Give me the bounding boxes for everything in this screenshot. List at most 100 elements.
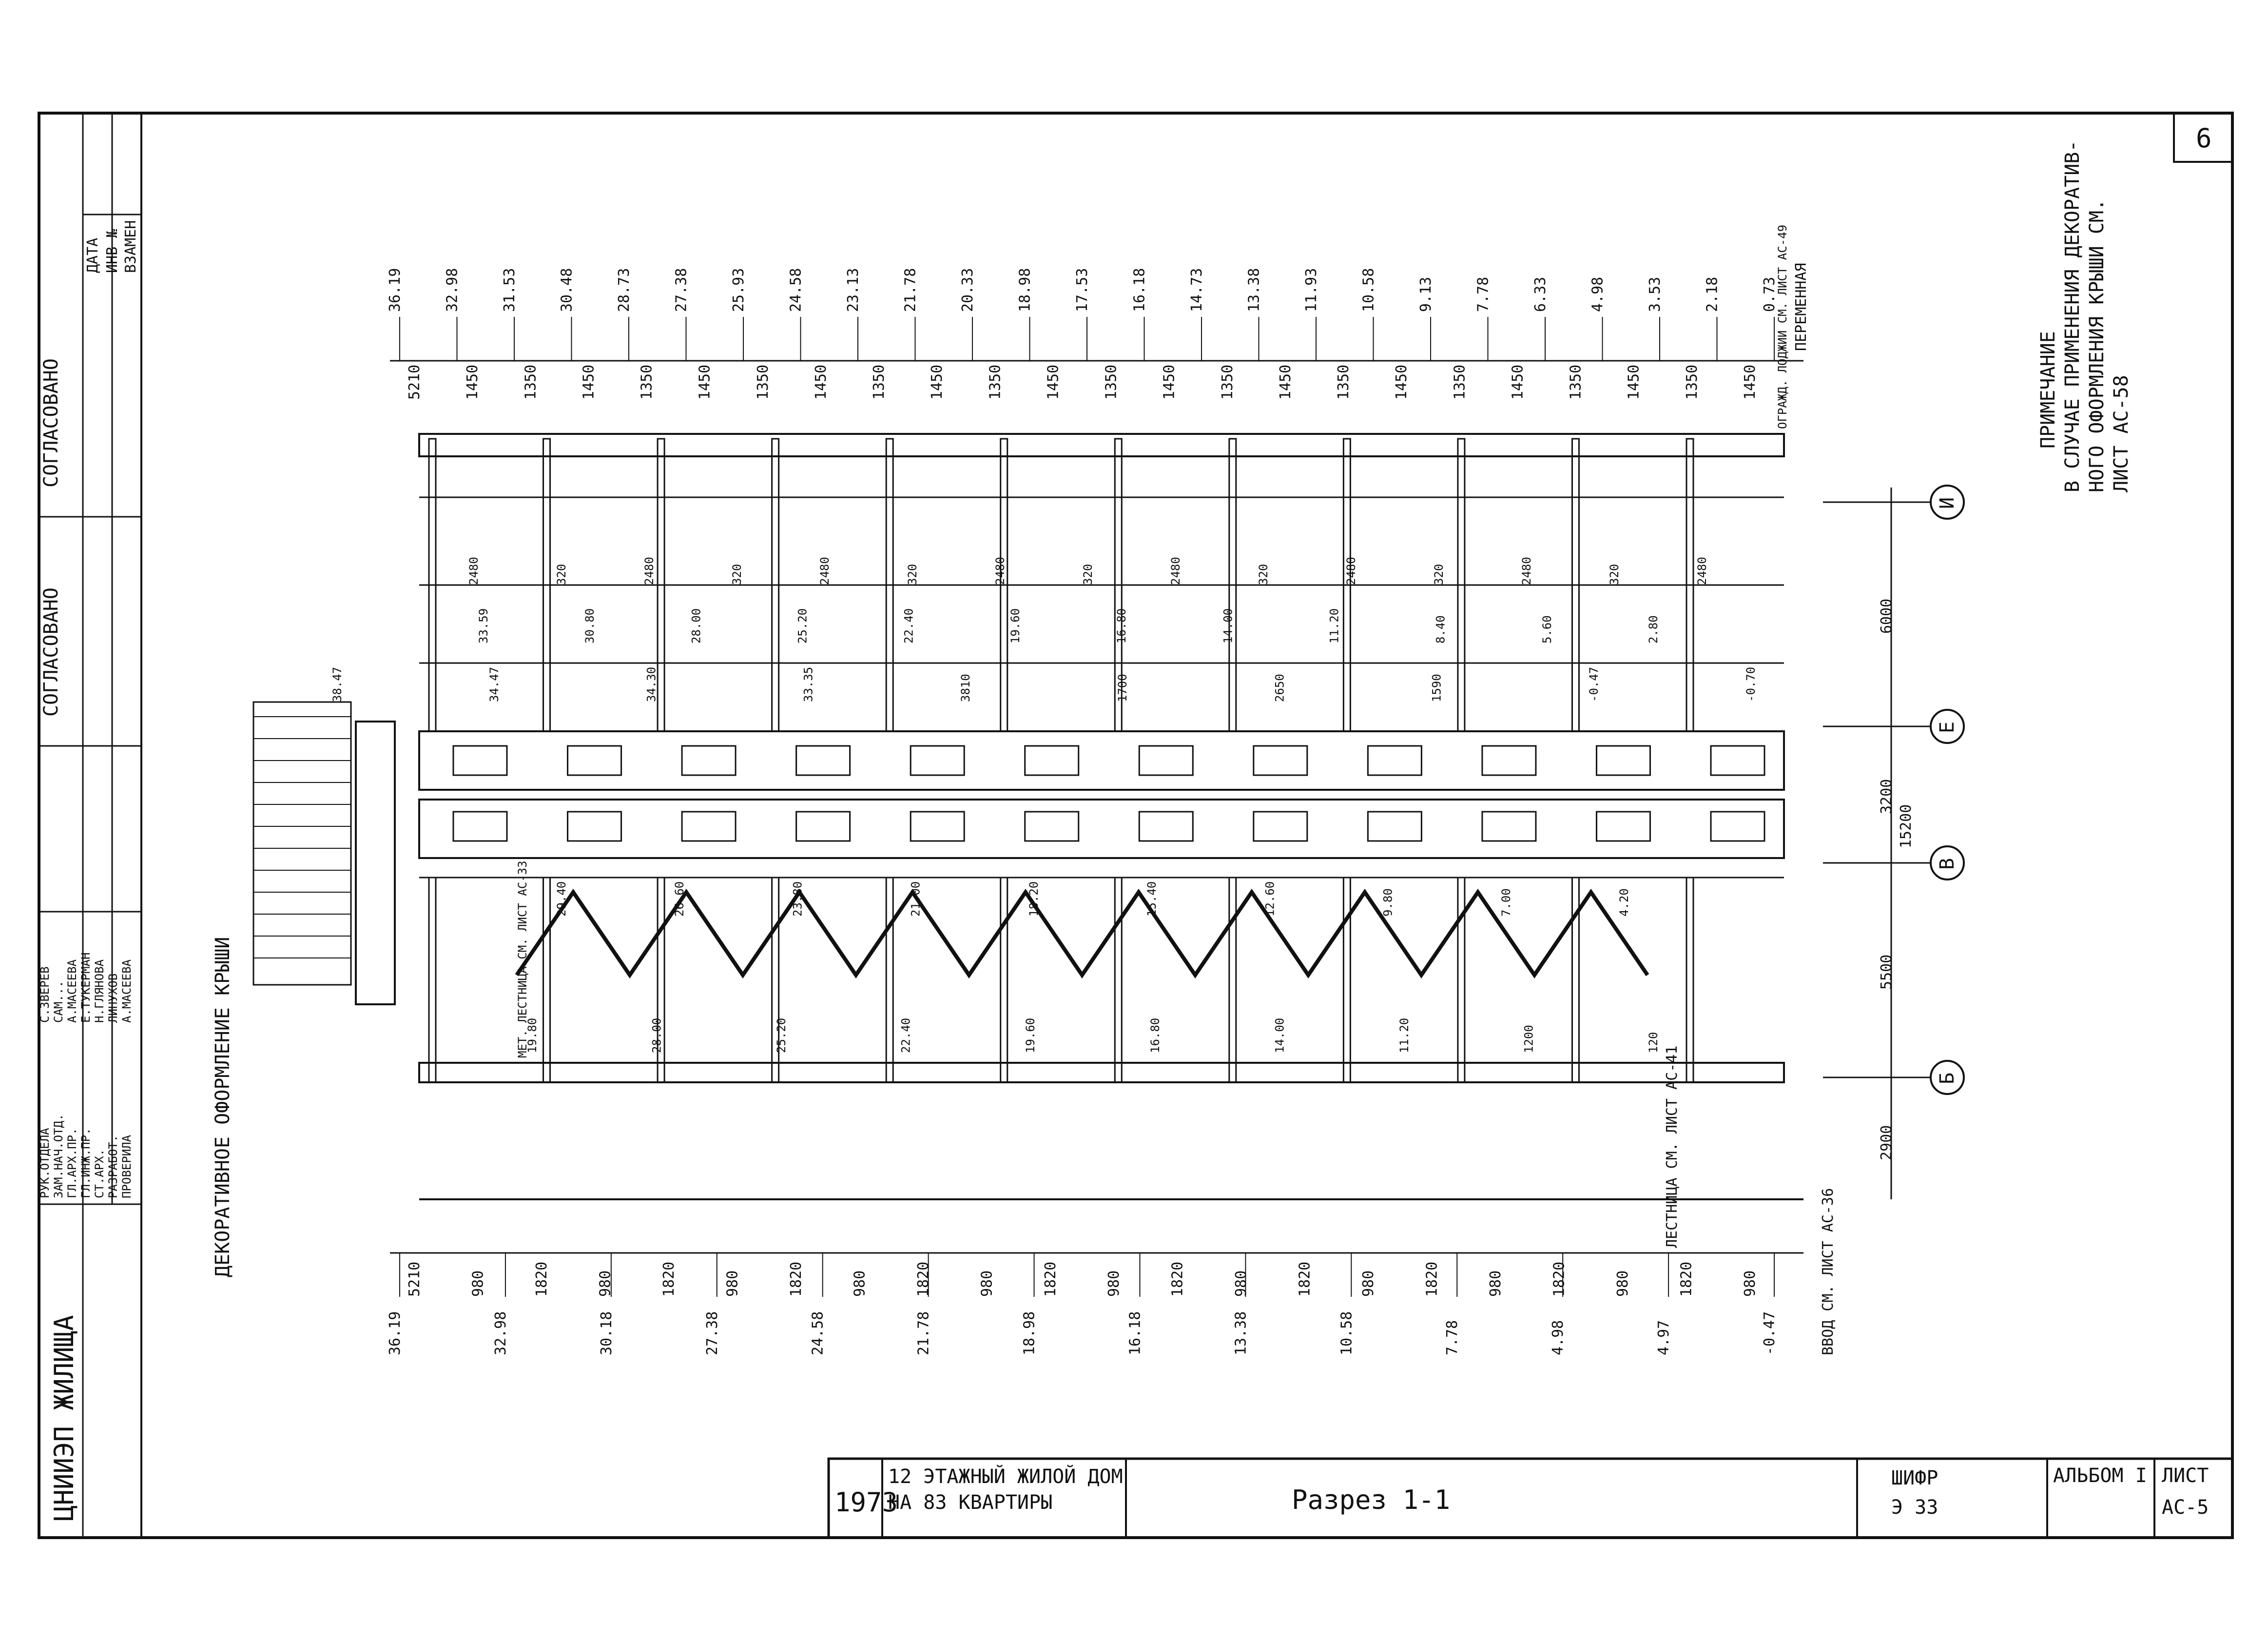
top-dimension: 1450 (464, 365, 481, 400)
misc-mark: 1700 (1116, 674, 1129, 702)
mounted-stair-label: МЕТ. ЛЕСТНИЦА СМ. ЛИСТ АС-33 (516, 860, 529, 1058)
interior-dimension: 320 (906, 564, 919, 585)
axis-bubble (1930, 845, 1965, 880)
interior-dimension: 320 (730, 564, 744, 585)
top-dimension: 1450 (1045, 365, 1062, 400)
variable-label: ПЕРЕМЕННАЯ (1793, 263, 1810, 351)
window (452, 811, 508, 842)
window (1481, 745, 1537, 776)
top-dimension: 1350 (1568, 365, 1585, 400)
slab (1228, 438, 1237, 732)
signature-role: ГЛ.АРХ.ПР. (65, 1128, 79, 1199)
lower-wall-band (418, 1062, 1785, 1083)
floor-mark: 11.20 (1327, 608, 1341, 644)
lower-mark: 19.60 (1024, 1018, 1037, 1053)
top-dimension: 1450 (1509, 365, 1526, 400)
window (1481, 811, 1537, 842)
slab-lower (771, 877, 780, 1083)
notes-line-1: В СЛУЧАЕ ПРИМЕНЕНИЯ ДЕКОРАТИВ- (2061, 140, 2084, 492)
stair-mark: 15.40 (1145, 881, 1159, 917)
top-elevation-mark: 36.19 (387, 268, 404, 312)
slab (657, 438, 665, 732)
right-dimension: 15200 (1898, 804, 1915, 848)
top-dimension: 1350 (1451, 365, 1468, 400)
year: 1973 (834, 1487, 898, 1518)
top-dimension: 1450 (580, 365, 597, 400)
top-elevation-mark: 13.38 (1246, 268, 1263, 312)
axis-label: В (1936, 858, 1958, 870)
window (1253, 745, 1308, 776)
bottom-dimension: 980 (1360, 1270, 1377, 1297)
bottom-dimension: 1820 (1678, 1262, 1695, 1297)
interior-dimension: 2480 (642, 557, 656, 585)
notes-heading: ПРИМЕЧАНИЕ (2037, 331, 2059, 449)
loggia-ref-label: ОГРАЖД. ЛОДЖИИ СМ. ЛИСТ АС-49 (1776, 225, 1789, 429)
window (910, 811, 965, 842)
bottom-dimension: 980 (1105, 1270, 1123, 1297)
sheet-label: ЛИСТ (2162, 1465, 2209, 1487)
bottom-elevation-mark: 4.98 (1550, 1320, 1567, 1355)
misc-mark: 34.47 (487, 667, 501, 702)
top-elevation-mark: 27.38 (673, 268, 690, 312)
album-label: АЛЬБОМ I (2053, 1465, 2147, 1487)
top-dimension: 1350 (1103, 365, 1120, 400)
building-section (252, 433, 1803, 1200)
window (681, 745, 737, 776)
top-dimension: 1350 (1219, 365, 1236, 400)
code-label: ШИФР (1891, 1467, 1938, 1489)
right-dimension: 6000 (1878, 599, 1895, 634)
slab-lower (1457, 877, 1466, 1083)
stair-mark: 9.80 (1381, 888, 1395, 917)
floor-mark: 33.59 (477, 608, 490, 644)
top-elevation-mark: 24.58 (788, 268, 805, 312)
bottom-dimension: 980 (724, 1270, 741, 1297)
window (1710, 745, 1765, 776)
bottom-elevation-mark: 16.18 (1126, 1311, 1144, 1355)
top-dimension: 1450 (1161, 365, 1178, 400)
axis-bubble (1930, 485, 1965, 520)
interior-dimension: 2480 (467, 557, 481, 585)
slab (428, 438, 437, 732)
axis-label: И (1936, 497, 1958, 509)
bottom-elevation-mark: 27.38 (704, 1311, 721, 1355)
stair-mark: 18.20 (1027, 881, 1041, 917)
top-elevation-mark: 2.18 (1704, 277, 1721, 312)
bottom-dimension: 1820 (533, 1262, 550, 1297)
floor-mark: 2.80 (1647, 615, 1660, 644)
window (1253, 811, 1308, 842)
bottom-dimension: 1820 (1297, 1262, 1314, 1297)
bottom-dimension: 5210 (406, 1262, 423, 1297)
stair-mark: 26.60 (673, 881, 686, 917)
slab (1342, 438, 1351, 732)
window (795, 811, 851, 842)
bottom-elevation-mark: 30.18 (598, 1311, 615, 1355)
bottom-elevation-mark: 10.58 (1338, 1311, 1355, 1355)
axis-label: Б (1936, 1073, 1958, 1084)
bottom-dimension: 1820 (788, 1262, 805, 1297)
roof-structure (355, 721, 396, 1005)
top-dimension: 1450 (697, 365, 714, 400)
window (1024, 811, 1080, 842)
signature-name: ЛИНУХОВ (106, 974, 120, 1023)
slab-lower (1114, 877, 1123, 1083)
floor-mark: 14.00 (1221, 608, 1235, 644)
slab (1114, 438, 1123, 732)
project-title-2: НА 83 КВАРТИРЫ (888, 1491, 1052, 1514)
misc-mark: 1590 (1430, 674, 1444, 702)
left-title-strip: РУК.ОТДЕЛАС.ЗВЕРЕВЗАМ.НАЧ.ОТД.САМ...ГЛ.А… (38, 113, 141, 1538)
code-value: Э 33 (1891, 1496, 1938, 1519)
interior-dimension: 320 (555, 564, 568, 585)
lower-mark: 16.80 (1148, 1018, 1162, 1053)
lower-mark: 11.20 (1397, 1018, 1411, 1053)
bottom-elevation-mark: 4.97 (1655, 1320, 1672, 1355)
slab (1457, 438, 1466, 732)
misc-mark: 38.47 (330, 667, 344, 702)
top-elevation-mark: 25.93 (730, 268, 747, 312)
corridor-band-lower (418, 799, 1785, 859)
interior-dimension: 2480 (993, 557, 1007, 585)
axis-label: Е (1936, 722, 1958, 733)
organization-name: ЦНИИЭП ЖИЛИЩА (49, 1315, 79, 1521)
signature-name: Е.ТУКЕРМАН (79, 953, 93, 1023)
floor-mark: 25.20 (796, 608, 810, 644)
floor-mark: 5.60 (1540, 615, 1554, 644)
